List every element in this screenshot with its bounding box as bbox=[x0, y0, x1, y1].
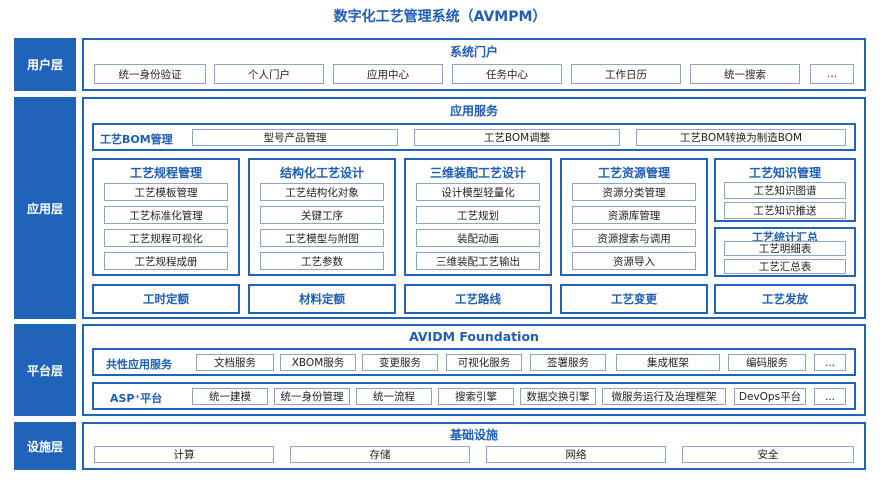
app-services-title: 应用服务 bbox=[449, 104, 498, 118]
module-item: 工艺知识图谱 bbox=[724, 182, 846, 199]
common-service-item: 变更服务 bbox=[362, 354, 438, 371]
module-process-spec bbox=[92, 158, 240, 276]
module-item: 工艺知识推送 bbox=[724, 202, 846, 219]
module-title: 工艺资源管理 bbox=[597, 166, 670, 180]
layer-label-platform: 平台层 bbox=[14, 324, 76, 416]
infra-item: 安全 bbox=[682, 446, 854, 463]
app-layer-panel: 应用服务 工艺BOM管理 型号产品管理 工艺BOM调整 工艺BOM转换为制造BO… bbox=[82, 97, 866, 319]
foundation-title: AVIDM Foundation bbox=[409, 329, 539, 344]
portal-item-more: ... bbox=[810, 64, 854, 84]
bom-item: 工艺BOM转换为制造BOM bbox=[636, 129, 846, 146]
user-layer-panel: 系统门户 统一身份验证 个人门户 应用中心 任务中心 工作日历 统一搜索 ... bbox=[82, 38, 866, 91]
infra-layer-panel: 基础设施 计算 存储 网络 安全 bbox=[82, 422, 866, 470]
bom-label: 工艺BOM管理 bbox=[100, 133, 173, 146]
release-box: 工艺发放 bbox=[714, 284, 856, 314]
portal-item: 应用中心 bbox=[333, 64, 443, 84]
common-service-item: 编码服务 bbox=[728, 354, 806, 371]
common-service-item: 集成框架 bbox=[616, 354, 720, 371]
portal-title: 系统门户 bbox=[449, 45, 498, 59]
asp-item: 数据交换引擎 bbox=[520, 388, 596, 405]
module-item: 资源库管理 bbox=[572, 206, 696, 224]
asp-platform-row bbox=[92, 382, 856, 410]
layer-label-user: 用户层 bbox=[14, 38, 76, 91]
platform-layer-panel: AVIDM Foundation 共性应用服务 文档服务 XBOM服务 变更服务… bbox=[82, 324, 866, 416]
module-resource bbox=[560, 158, 708, 276]
module-title: 三维装配工艺设计 bbox=[429, 166, 526, 180]
module-footer: 工时定额 bbox=[92, 284, 240, 314]
module-item: 工艺规划 bbox=[416, 206, 540, 224]
module-item: 工艺明细表 bbox=[724, 241, 846, 256]
layer-label-app: 应用层 bbox=[14, 97, 76, 319]
module-item: 资源导入 bbox=[572, 252, 696, 270]
infra-item: 计算 bbox=[94, 446, 274, 463]
portal-item: 任务中心 bbox=[452, 64, 562, 84]
module-item: 工艺模板管理 bbox=[104, 183, 228, 201]
asp-item: DevOps平台 bbox=[734, 388, 806, 405]
diagram-title: 数字化工艺管理系统（AVMPM） bbox=[333, 9, 547, 25]
infrastructure-title: 基础设施 bbox=[449, 428, 498, 442]
module-structured-design bbox=[248, 158, 396, 276]
module-item: 工艺标准化管理 bbox=[104, 206, 228, 224]
module-3d-assembly bbox=[404, 158, 552, 276]
portal-item: 统一搜索 bbox=[690, 64, 800, 84]
module-stats bbox=[714, 227, 856, 277]
module-item: 工艺结构化对象 bbox=[260, 183, 384, 201]
common-service-item: XBOM服务 bbox=[280, 354, 356, 371]
common-service-item: 签署服务 bbox=[530, 354, 606, 371]
module-item: 关键工序 bbox=[260, 206, 384, 224]
common-service-item: 可视化服务 bbox=[446, 354, 522, 371]
module-item: 设计模型轻量化 bbox=[416, 183, 540, 201]
portal-item: 个人门户 bbox=[214, 64, 324, 84]
module-title: 工艺统计汇总 bbox=[752, 231, 818, 244]
common-service-more: ... bbox=[814, 354, 846, 371]
module-item: 工艺规程可视化 bbox=[104, 229, 228, 247]
asp-item: 微服务运行及治理框架 bbox=[602, 388, 726, 405]
portal-item: 工作日历 bbox=[571, 64, 681, 84]
asp-platform-label: ASP⁺平台 bbox=[110, 392, 163, 405]
module-title: 工艺规程管理 bbox=[129, 166, 202, 180]
common-services-label: 共性应用服务 bbox=[106, 358, 172, 371]
asp-item: 统一身份管理 bbox=[274, 388, 350, 405]
module-item: 装配动画 bbox=[416, 229, 540, 247]
infra-item: 存储 bbox=[290, 446, 470, 463]
portal-item: 统一身份验证 bbox=[94, 64, 206, 84]
asp-item-more: ... bbox=[814, 388, 846, 405]
module-footer: 工艺路线 bbox=[404, 284, 552, 314]
infra-item: 网络 bbox=[486, 446, 666, 463]
bom-row bbox=[92, 123, 856, 151]
module-item: 工艺参数 bbox=[260, 252, 384, 270]
module-footer: 材料定额 bbox=[248, 284, 396, 314]
layer-label-infra: 设施层 bbox=[14, 422, 76, 470]
module-item: 工艺规程成册 bbox=[104, 252, 228, 270]
asp-item: 统一流程 bbox=[356, 388, 432, 405]
module-item: 资源搜索与调用 bbox=[572, 229, 696, 247]
asp-item: 搜索引擎 bbox=[438, 388, 514, 405]
module-item: 工艺汇总表 bbox=[724, 259, 846, 274]
common-service-item: 文档服务 bbox=[196, 354, 274, 371]
module-knowledge bbox=[714, 158, 856, 222]
module-title: 结构化工艺设计 bbox=[279, 166, 364, 180]
module-footer: 工艺变更 bbox=[560, 284, 708, 314]
bom-item: 型号产品管理 bbox=[192, 129, 398, 146]
module-item: 工艺模型与附图 bbox=[260, 229, 384, 247]
common-services-row bbox=[92, 348, 856, 376]
bom-item: 工艺BOM调整 bbox=[414, 129, 620, 146]
asp-item: 统一建模 bbox=[192, 388, 268, 405]
module-item: 三维装配工艺输出 bbox=[416, 252, 540, 270]
module-item: 资源分类管理 bbox=[572, 183, 696, 201]
module-title: 工艺知识管理 bbox=[748, 166, 821, 180]
